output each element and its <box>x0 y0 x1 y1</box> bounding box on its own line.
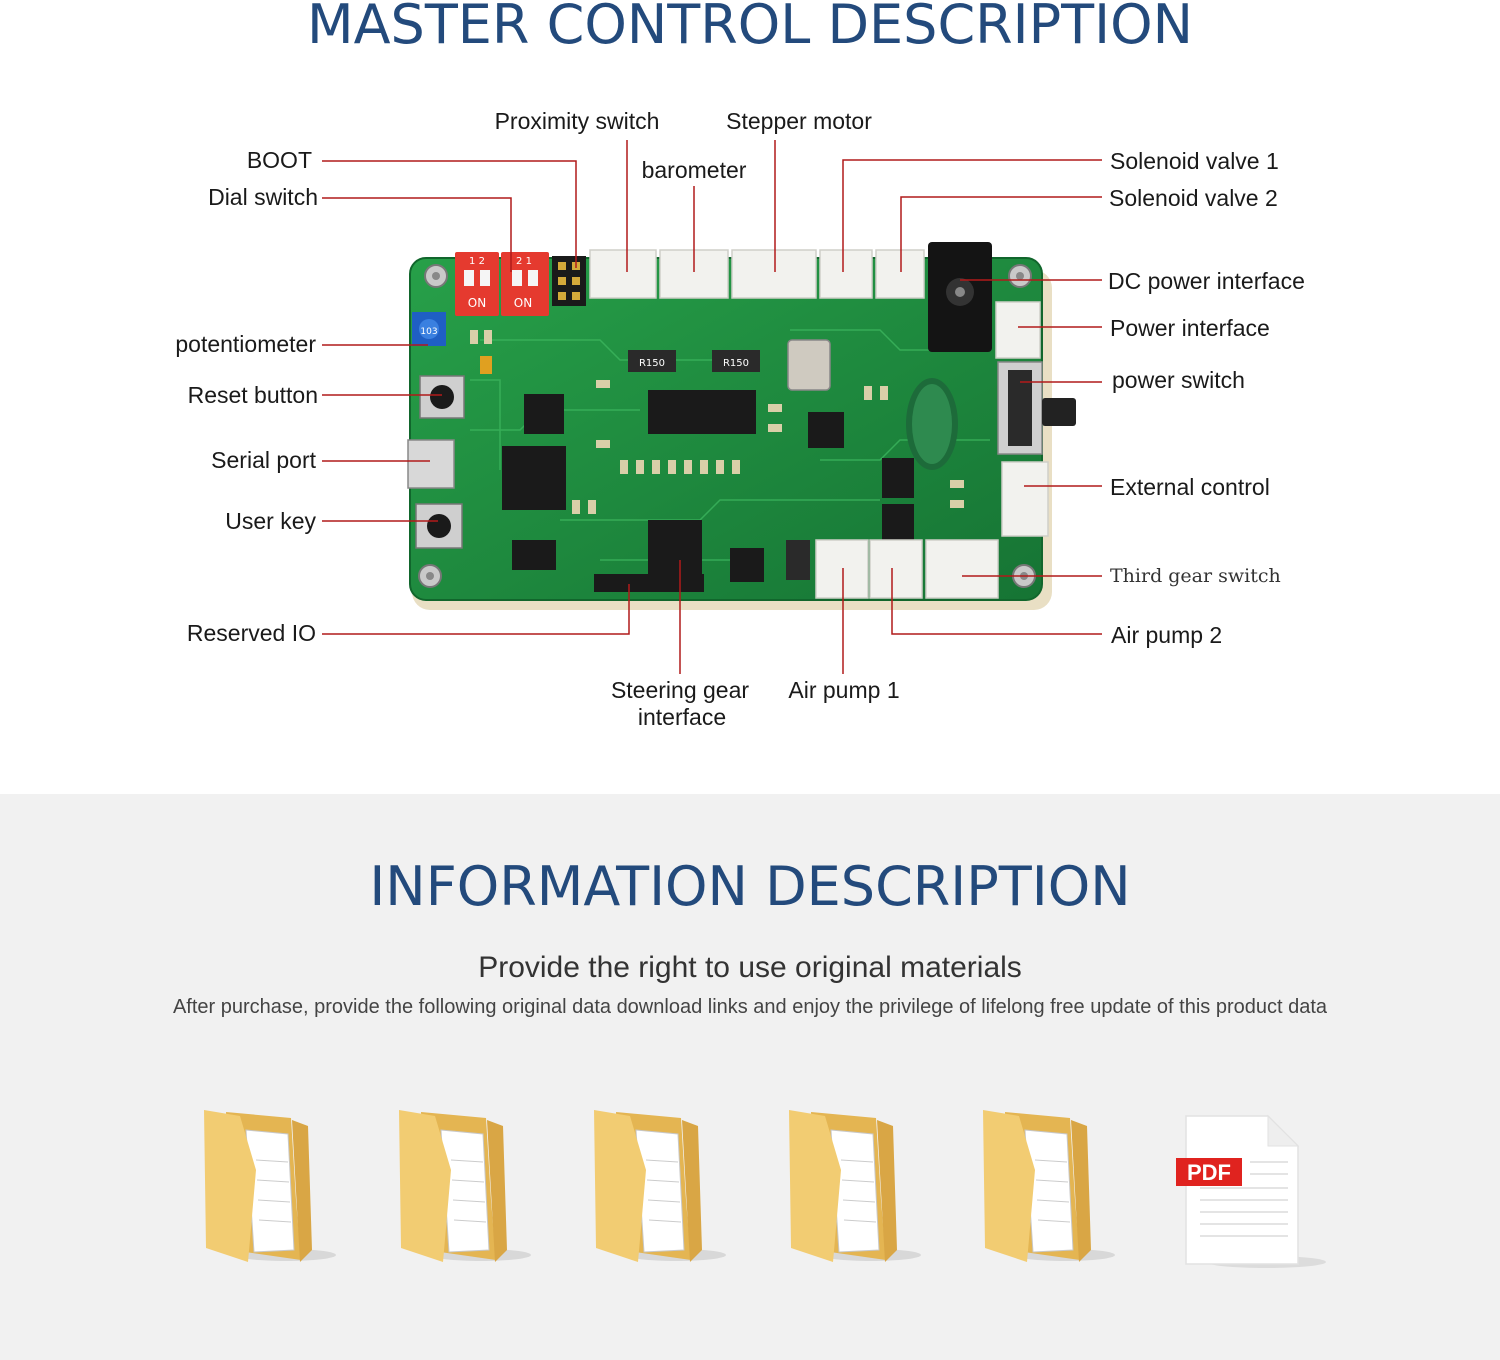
external-connector <box>1001 461 1049 537</box>
info-title: INFORMATION DESCRIPTION <box>369 855 1131 918</box>
resistors: R150 R150 <box>628 350 810 580</box>
label-reserved-io: Reserved IO <box>186 620 316 646</box>
capacitor <box>906 378 958 470</box>
label-solenoid-valve-1: Solenoid valve 1 <box>1110 148 1279 174</box>
smd-components <box>470 330 964 514</box>
leader-solenoid-2 <box>900 196 1102 272</box>
folder-icon[interactable] <box>975 1100 1125 1270</box>
top-connectors <box>589 249 925 299</box>
label-barometer: barometer <box>641 157 747 183</box>
folder-icon[interactable] <box>391 1100 541 1270</box>
label-reset-button: Reset button <box>187 382 318 408</box>
board-diagram: ON ON 1 2 2 1 <box>322 140 1102 674</box>
label-steering-gear-line2: interface <box>637 704 727 730</box>
resistor-label-1: R150 <box>639 358 665 369</box>
leader-solenoid-1 <box>842 159 1102 272</box>
label-steering-gear-line1: Steering gear <box>610 677 750 703</box>
page-title: MASTER CONTROL DESCRIPTION <box>307 0 1193 56</box>
boot-header <box>552 256 586 306</box>
label-user-key: User key <box>225 508 316 534</box>
pdf-icon[interactable]: PDF <box>1170 1108 1340 1276</box>
dip-on-label-2: ON <box>514 296 532 310</box>
label-proximity-switch: Proximity switch <box>494 108 660 134</box>
potentiometer-part: 103 <box>412 312 446 346</box>
user-key-part <box>415 503 463 549</box>
bottom-connectors <box>815 539 999 599</box>
dc-jack <box>928 242 992 352</box>
serial-port-part <box>407 439 455 489</box>
leader-lines <box>322 140 1102 674</box>
pdf-badge-label: PDF <box>1187 1160 1231 1185</box>
label-air-pump-2: Air pump 2 <box>1111 622 1223 648</box>
dip-digits-2: 2 1 <box>516 256 532 267</box>
folder-icon[interactable] <box>586 1100 736 1270</box>
info-description: After purchase, provide the following or… <box>172 996 1328 1018</box>
chips <box>502 390 914 582</box>
dip-digits-1: 1 2 <box>469 256 485 267</box>
label-serial-port: Serial port <box>211 447 316 473</box>
info-subtitle: Provide the right to use original materi… <box>478 951 1022 984</box>
resistor-label-2: R150 <box>723 358 749 369</box>
leader-boot <box>322 160 577 268</box>
label-boot: BOOT <box>246 147 312 173</box>
steering-gear-headers <box>594 520 704 592</box>
slide-switch <box>997 361 1076 455</box>
pdf-badge <box>1176 1158 1242 1186</box>
label-solenoid-valve-2: Solenoid valve 2 <box>1109 185 1278 211</box>
label-power-interface: Power interface <box>1110 315 1270 341</box>
label-power-switch: power switch <box>1112 367 1245 393</box>
pot-code: 103 <box>420 327 437 337</box>
label-air-pump-1: Air pump 1 <box>788 677 900 703</box>
leader-reserved-io <box>322 584 630 635</box>
label-stepper-motor: Stepper motor <box>726 108 872 134</box>
dip-on-label-1: ON <box>468 296 486 310</box>
label-external-control: External control <box>1110 474 1270 500</box>
label-dial-switch: Dial switch <box>208 184 318 210</box>
folder-icon[interactable] <box>781 1100 931 1270</box>
inductor <box>787 339 831 391</box>
leader-air-pump-2 <box>891 568 1102 635</box>
label-potentiometer: potentiometer <box>175 331 316 357</box>
leader-dial-switch <box>322 197 512 272</box>
label-third-gear-switch: Third gear switch <box>1110 565 1281 587</box>
power-connector <box>995 301 1041 359</box>
dial-switch: ON ON 1 2 2 1 <box>455 252 549 316</box>
folder-icon[interactable] <box>196 1100 346 1270</box>
reset-button-part <box>419 375 465 419</box>
label-dc-power-interface: DC power interface <box>1108 268 1305 294</box>
